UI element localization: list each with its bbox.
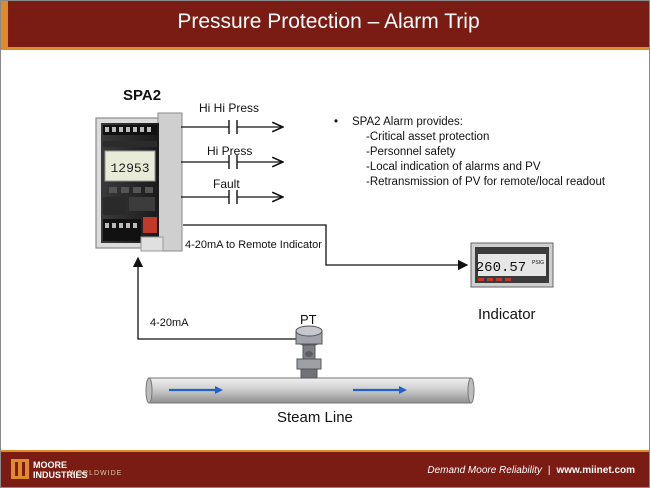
- feature-notes: SPA2 Alarm provides: -Critical asset pro…: [334, 115, 605, 190]
- title-bar: Pressure Protection – Alarm Trip: [1, 1, 649, 47]
- contact-fault: [181, 190, 283, 204]
- footer-bar: MOORE INDUSTRIES WORLDWIDE Demand Moore …: [1, 452, 649, 487]
- brand-worldwide: WORLDWIDE: [69, 470, 123, 477]
- fault-label: Fault: [213, 177, 240, 191]
- notes-item: -Personnel safety: [366, 146, 456, 158]
- footer-url-link[interactable]: www.miinet.com: [556, 465, 635, 476]
- footer-tagline-group: Demand Moore Reliability | www.miinet.com: [427, 465, 635, 476]
- footer-tagline: Demand Moore Reliability: [427, 465, 542, 476]
- notes-lead: SPA2 Alarm provides:: [334, 115, 605, 130]
- notes-item: -Local indication of alarms and PV: [366, 161, 541, 173]
- hi-press-label: Hi Press: [207, 144, 253, 158]
- moore-logo-icon: [11, 459, 29, 479]
- brand-line-1: MOORE: [33, 460, 68, 470]
- steam-pipe: [145, 377, 475, 404]
- top-terminals: [103, 125, 157, 135]
- hi-hi-press-label: Hi Hi Press: [199, 101, 260, 115]
- contact-hi: [181, 155, 283, 169]
- indicator-unit: PSIG: [532, 260, 544, 266]
- pressure-transmitter: [295, 325, 323, 379]
- remote-signal-line: [183, 224, 469, 271]
- remote-signal-label: 4-20mA to Remote Indicator: [185, 239, 322, 251]
- spa2-label: SPA2: [123, 87, 162, 104]
- bottom-terminals: [103, 219, 141, 241]
- pt-label: PT: [300, 312, 317, 327]
- spa2-device: 12953: [95, 112, 183, 252]
- spa2-display: 12953: [110, 161, 149, 176]
- footer-separator: |: [547, 465, 551, 476]
- input-signal-line: [132, 256, 297, 340]
- notes-item: -Critical asset protection: [366, 131, 490, 143]
- contact-hi-hi: [181, 120, 283, 134]
- footer-accent-rule: [1, 450, 649, 453]
- slide-title: Pressure Protection – Alarm Trip: [177, 10, 480, 33]
- title-accent-rule: [1, 47, 649, 50]
- input-signal-label: 4-20mA: [150, 317, 189, 329]
- brand-line-2: INDUSTRIES: [33, 470, 88, 480]
- indicator-device: 260.57 PSIG: [470, 242, 554, 288]
- diagram-canvas: 12953: [95, 112, 554, 404]
- steam-line-label: Steam Line: [277, 409, 353, 426]
- notes-item: -Retransmission of PV for remote/local r…: [366, 176, 606, 188]
- indicator-display: 260.57: [476, 260, 526, 276]
- indicator-label: Indicator: [478, 306, 536, 323]
